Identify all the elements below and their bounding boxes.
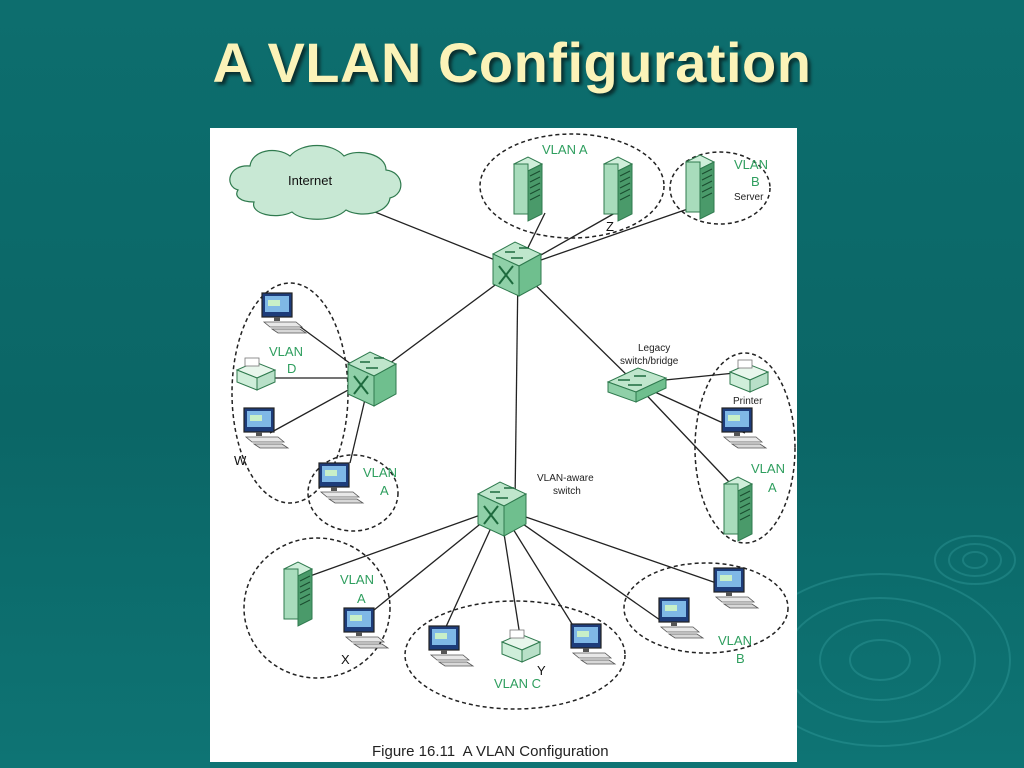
legacy-switch-bridge (606, 367, 668, 403)
vlan-b-server-group (669, 151, 771, 225)
vlan-a-top-group (479, 133, 665, 239)
label-vlan-aware-2: switch (553, 486, 581, 497)
vlan-aware-switch (477, 481, 527, 537)
label-vlan-c: VLAN C (494, 676, 541, 691)
workstation-vlan-c-2 (570, 623, 616, 665)
vlan-a-right-group (694, 352, 796, 544)
workstation-vlan-d-1 (261, 292, 307, 334)
vlan-b-bottom-right-group (623, 562, 789, 654)
figure-caption: Figure 16.11 A VLAN Configuration (372, 743, 609, 760)
label-printer: Printer (733, 396, 763, 407)
label-legacy-2: switch/bridge (620, 356, 679, 367)
vlan-a-left-group (307, 454, 399, 532)
server-vlan-a-1 (513, 156, 543, 222)
network-links (269, 197, 746, 641)
label-x: X (341, 652, 350, 667)
label-vlan-a-right-1: VLAN (751, 461, 785, 476)
server-vlan-a-bottom (283, 561, 313, 627)
slide-title: A VLAN Configuration (212, 31, 812, 94)
vlan-c-group (404, 600, 626, 710)
workstation-w (243, 407, 289, 449)
label-vlan-d-2: D (287, 361, 296, 376)
workstation-vlan-b-2 (713, 567, 759, 609)
internet-label: Internet (288, 173, 332, 188)
label-legacy-1: Legacy (638, 343, 670, 354)
label-y: Y (537, 663, 546, 678)
left-switch (347, 351, 397, 407)
label-server: Server (734, 192, 764, 203)
workstation-vlan-a-left (318, 462, 364, 504)
label-vlan-a-bottom-2: A (357, 591, 366, 606)
workstation-legacy (721, 407, 767, 449)
server-vlan-b (685, 154, 715, 220)
printer-legacy (729, 359, 769, 393)
label-vlan-a-left-1: VLAN (363, 465, 397, 480)
vlan-a-bottom-left-group (243, 537, 391, 679)
label-vlan-a-bottom-1: VLAN (340, 572, 374, 587)
label-vlan-b-bottom-1: VLAN (718, 633, 752, 648)
printer-y (501, 629, 541, 663)
server-z (603, 156, 633, 222)
vlan-diagram-figure: Internet VLAN A (210, 128, 797, 762)
workstation-vlan-b-1 (658, 597, 704, 639)
label-vlan-b-top-2: B (751, 174, 760, 189)
workstation-vlan-c-1 (428, 625, 474, 667)
label-vlan-a-right-2: A (768, 480, 777, 495)
label-vlan-a-top: VLAN A (542, 142, 588, 157)
workstation-x (343, 607, 389, 649)
label-vlan-b-bottom-2: B (736, 651, 745, 666)
label-vlan-b-top-1: VLAN (734, 157, 768, 172)
vlan-group-outlines (231, 133, 796, 710)
printer-vlan-d (236, 357, 276, 391)
internet-cloud: Internet (229, 145, 402, 220)
label-w: W (234, 453, 247, 468)
core-switch (492, 241, 542, 297)
server-vlan-a-right (723, 476, 753, 542)
label-vlan-a-left-2: A (380, 483, 389, 498)
label-vlan-d-1: VLAN (269, 344, 303, 359)
label-z: Z (606, 219, 614, 234)
label-vlan-aware-1: VLAN-aware (537, 473, 594, 484)
